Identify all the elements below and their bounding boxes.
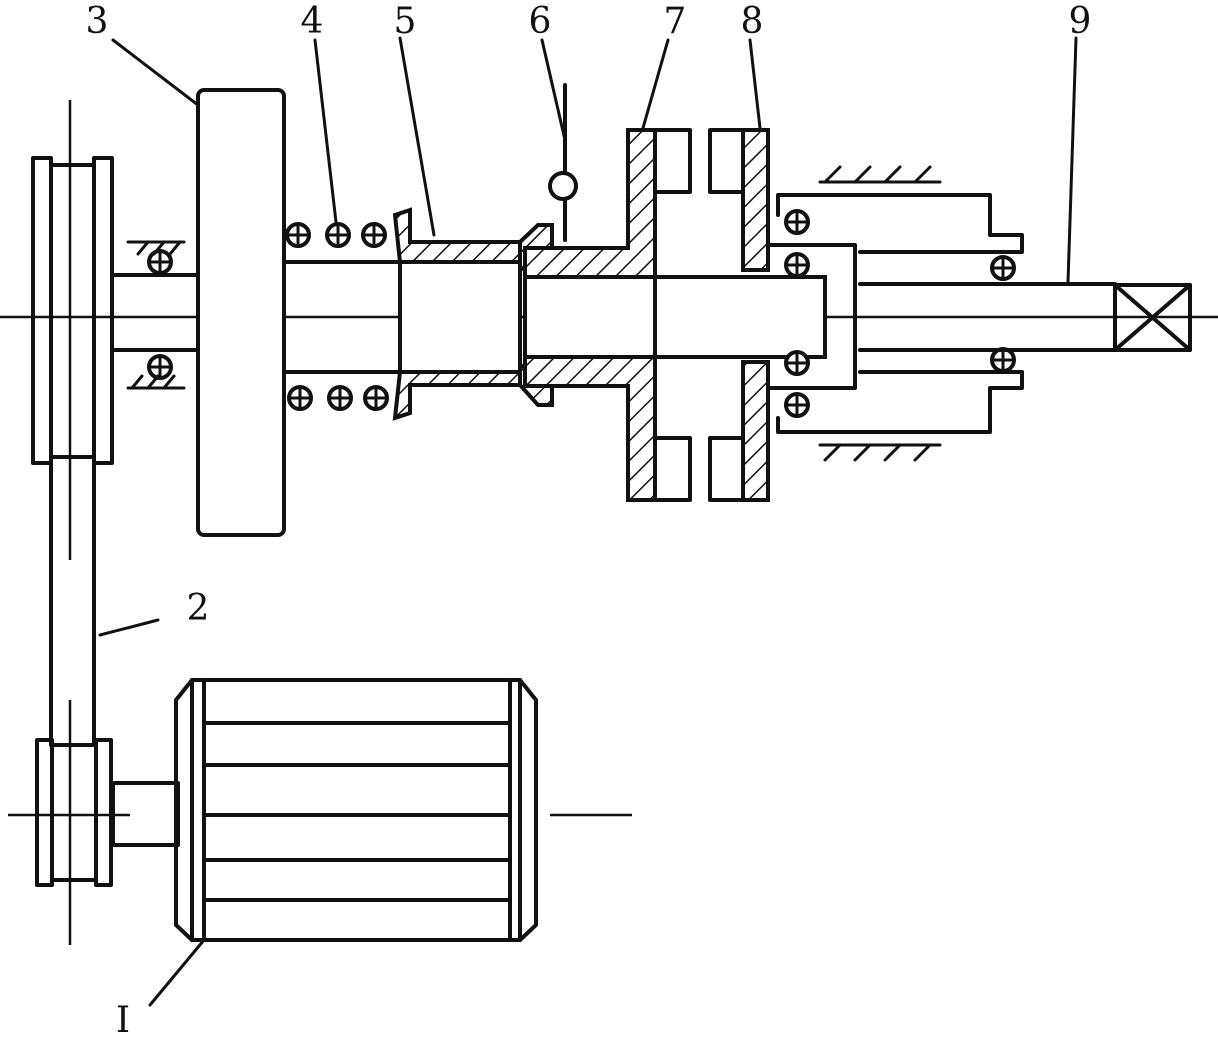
label-sleeve: 5 xyxy=(394,1,417,42)
drive-pulley xyxy=(31,100,114,560)
bearing-housing xyxy=(766,165,1024,462)
label-clutch-left: 7 xyxy=(664,1,687,42)
output-shaft xyxy=(858,282,1192,352)
clutch-half-right xyxy=(708,128,770,502)
leader-lines xyxy=(98,36,1078,1007)
label-output-shaft: 9 xyxy=(1069,1,1092,42)
clutch-shaft xyxy=(653,275,827,359)
shift-lever xyxy=(548,83,578,242)
input-shaft xyxy=(110,240,200,390)
motor-body xyxy=(111,678,632,942)
label-spring: 4 xyxy=(301,1,324,42)
belt xyxy=(49,458,96,747)
motor-pulley xyxy=(8,700,130,945)
flywheel xyxy=(196,88,286,537)
label-belt: 2 xyxy=(187,588,210,629)
label-motor: I xyxy=(116,1000,130,1041)
label-clutch-right: 8 xyxy=(741,1,764,42)
spring-shaft xyxy=(282,260,402,374)
label-lever: 6 xyxy=(529,1,552,42)
label-flywheel: 3 xyxy=(86,1,109,42)
